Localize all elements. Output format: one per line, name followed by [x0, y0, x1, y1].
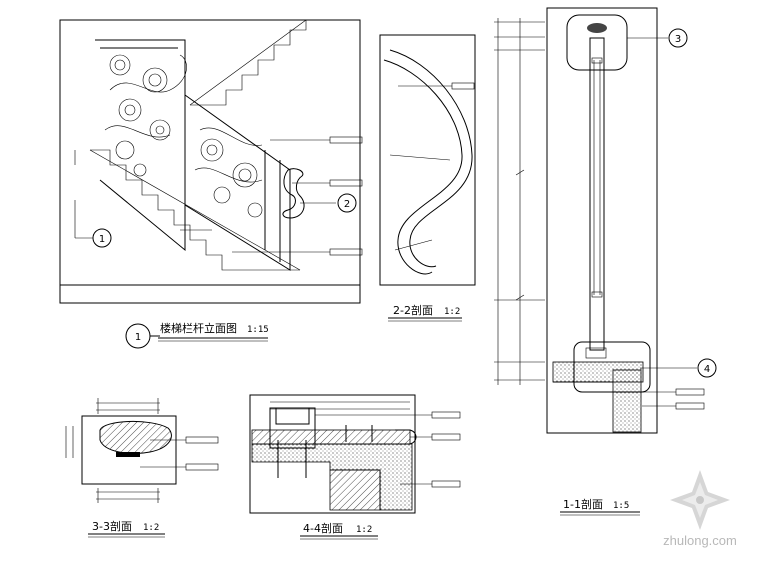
section-1-1-scale: 1:5 — [613, 501, 629, 511]
section-3-3-view — [65, 398, 219, 503]
section-3-3-title-block: 3-3剖面 1:2 — [88, 519, 165, 538]
watermark-text: zhulong.com — [663, 533, 737, 548]
section-4-4-scale: 1:2 — [356, 525, 372, 535]
svg-text:4: 4 — [704, 364, 710, 375]
section-4-4-title: 4-4剖面 — [303, 521, 343, 535]
section-1-1-view: 3 4 — [494, 7, 717, 434]
section-4-4-title-block: 4-4剖面 1:2 — [300, 521, 378, 540]
elevation-scale: 1:15 — [247, 325, 269, 335]
section-1-1-title-block: 1-1剖面 1:5 — [560, 497, 640, 516]
elevation-callout-number: 1 — [135, 332, 141, 343]
svg-text:2: 2 — [344, 199, 350, 210]
section-2-2-scale: 1:2 — [444, 307, 460, 317]
watermark: zhulong.com — [663, 470, 737, 548]
section-2-2-title-block: 2-2剖面 1:2 — [388, 303, 462, 322]
svg-text:3: 3 — [675, 34, 681, 45]
elevation-title: 楼梯栏杆立面图 — [160, 321, 237, 335]
section-3-3-scale: 1:2 — [143, 523, 159, 533]
section-2-2-title: 2-2剖面 — [393, 303, 433, 317]
section-3-3-title: 3-3剖面 — [92, 519, 132, 533]
zhulong-logo-icon — [670, 470, 730, 530]
section-1-1-title: 1-1剖面 — [563, 497, 603, 511]
elevation-title-block: 1 楼梯栏杆立面图 1:15 — [125, 321, 269, 349]
svg-text:1: 1 — [99, 234, 105, 245]
elevation-view: 1 2 — [59, 19, 363, 304]
section-2-2-view — [379, 34, 476, 286]
section-4-4-view — [249, 394, 461, 514]
